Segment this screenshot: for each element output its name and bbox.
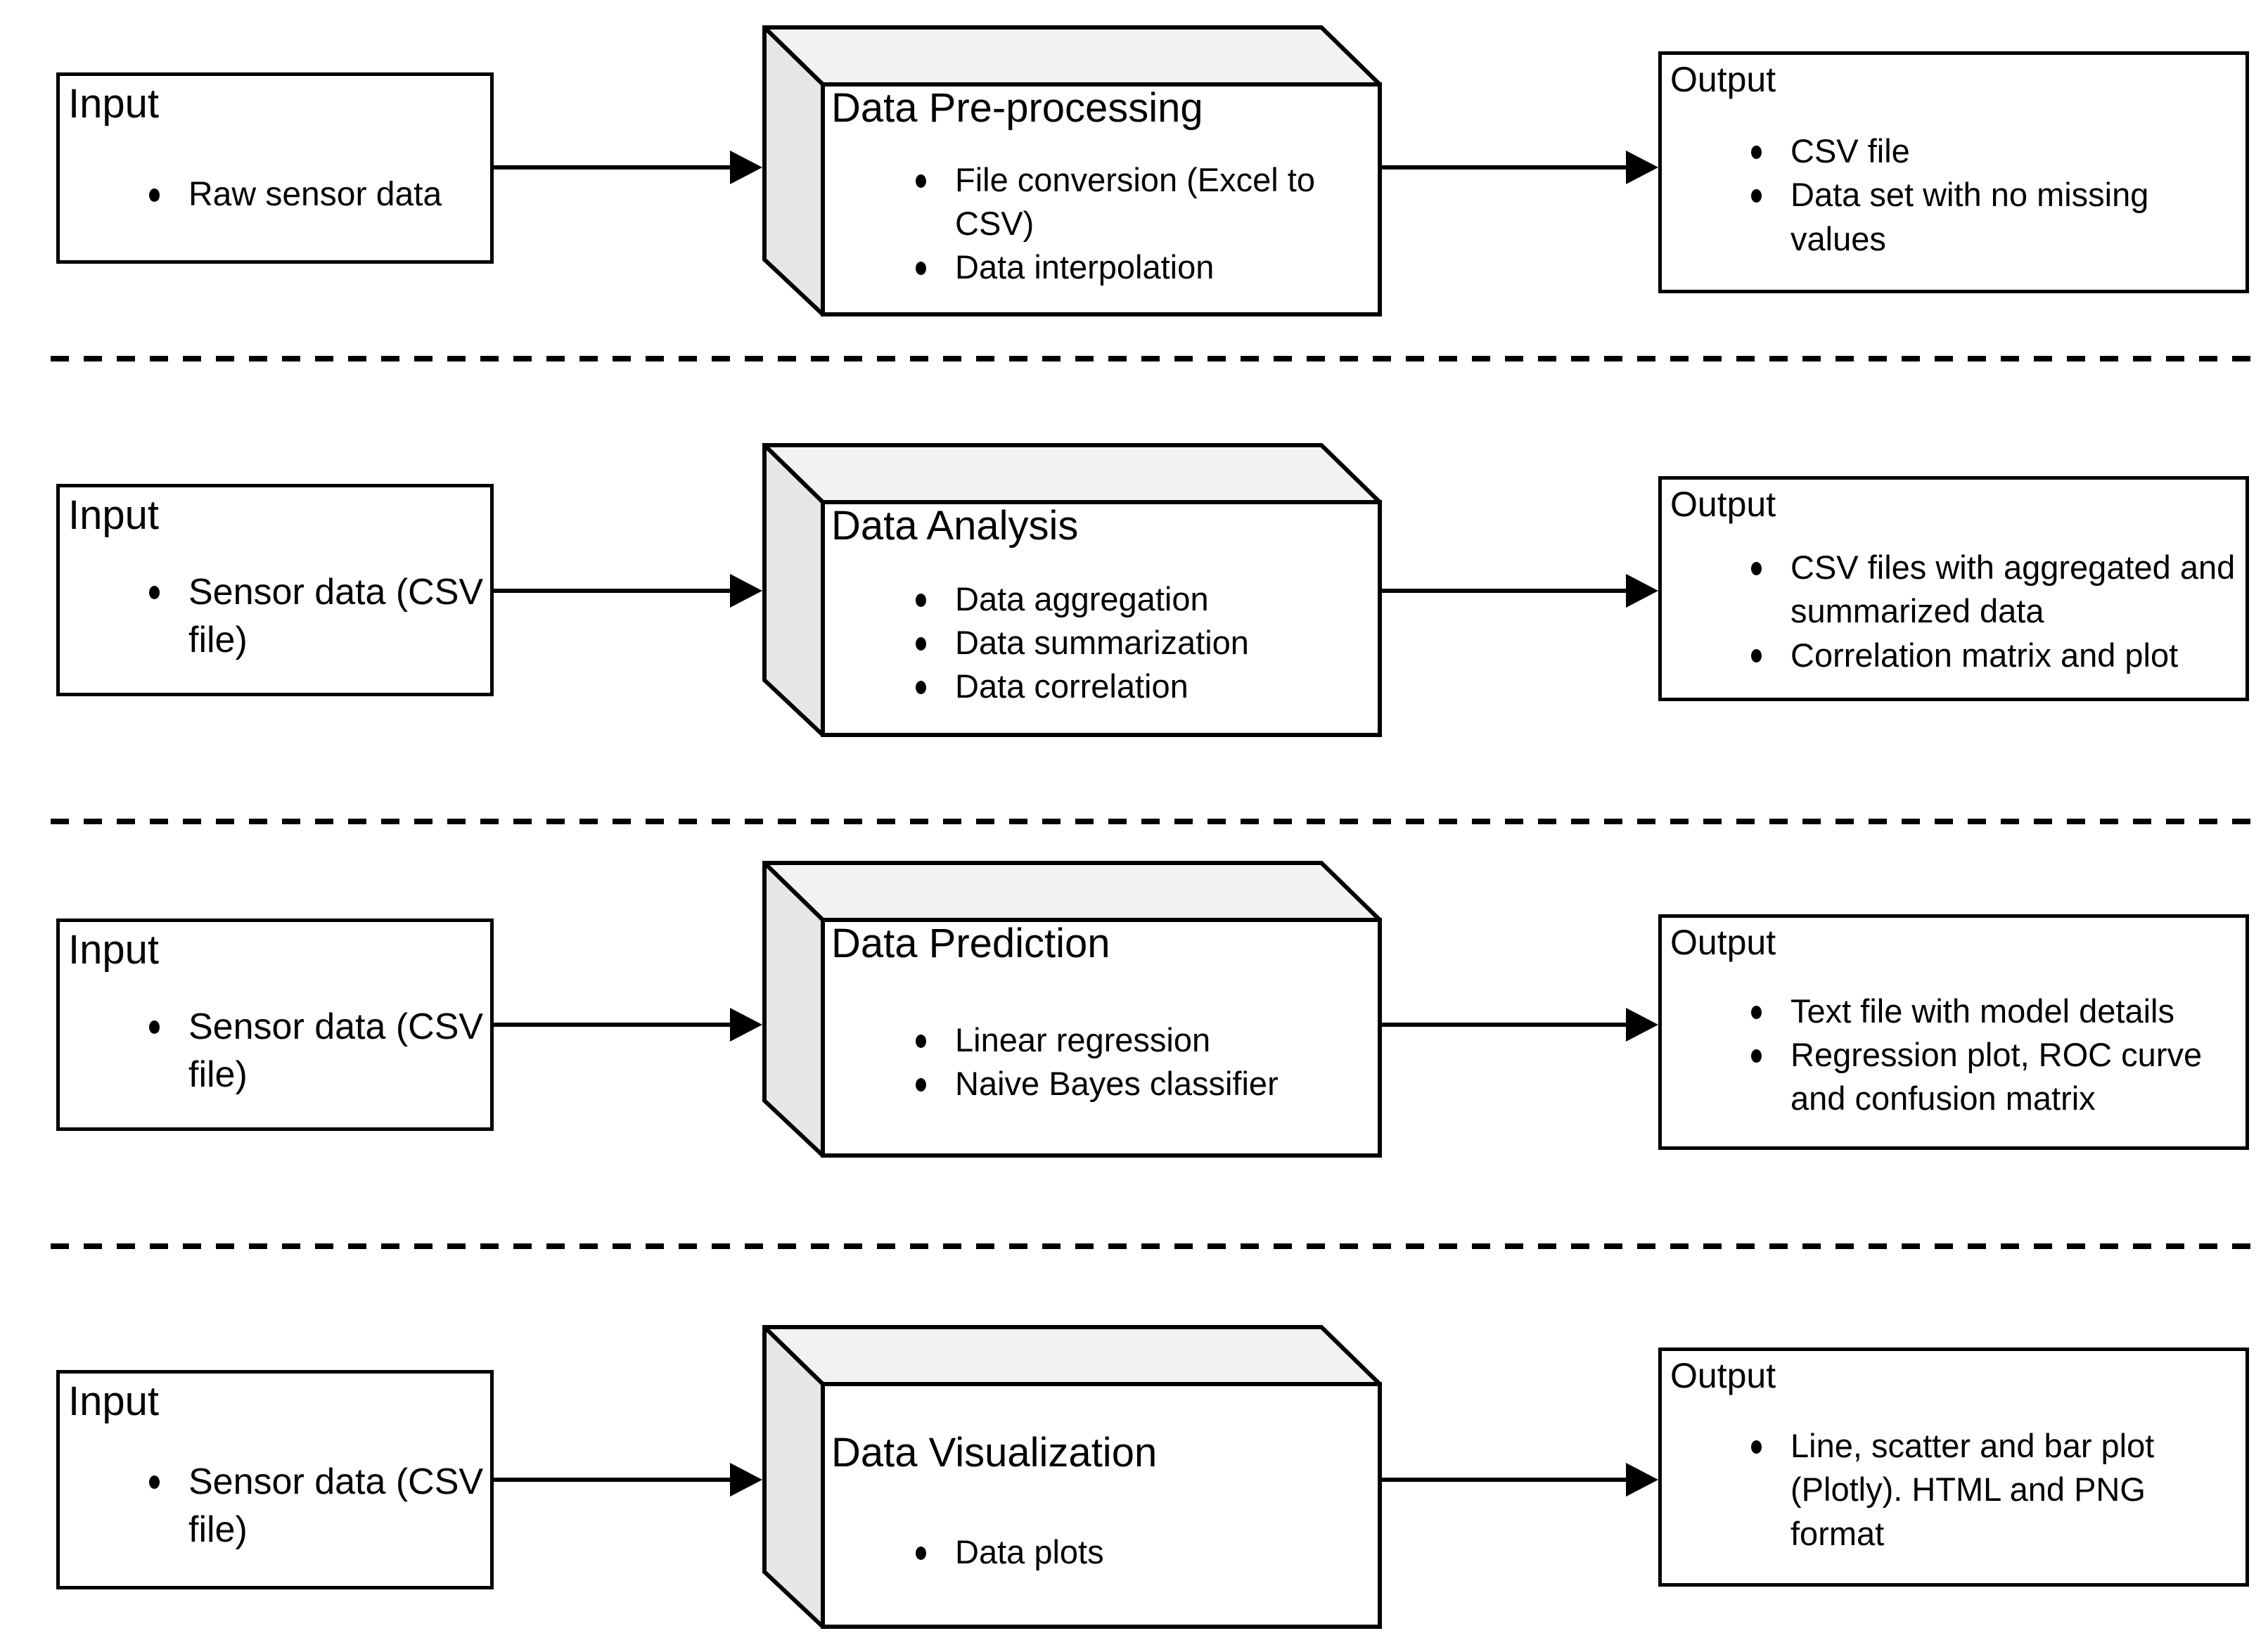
arrow-process-to-output [1382, 1463, 1658, 1497]
output-item-list: CSV files with aggregated and summarized… [1662, 525, 2245, 698]
list-item: Text file with model details [1751, 990, 2241, 1033]
output-item-list: CSV file Data set with no missing values [1662, 101, 2245, 290]
box-title: Output [1670, 60, 1776, 99]
process-box-3d-shape [762, 25, 1382, 316]
process-box: Data Analysis Data aggregation Data summ… [762, 443, 1382, 737]
list-item: Regression plot, ROC curve and confusion… [1751, 1033, 2241, 1120]
output-box: Output CSV file Data set with no missing… [1658, 51, 2249, 293]
list-item: Raw sensor data [149, 172, 486, 217]
list-item: CSV file [1751, 129, 2241, 173]
arrowhead-icon [1626, 1008, 1658, 1042]
arrowhead-icon [730, 1008, 762, 1042]
process-item-list: Data plots [823, 1476, 1382, 1629]
process-item-list: Linear regression Naive Bayes classifier [823, 967, 1382, 1158]
list-item: Data aggregation [916, 577, 1378, 621]
process-box: Data Prediction Linear regression Naive … [762, 861, 1382, 1158]
process-title: Data Analysis [831, 503, 1079, 549]
input-box: Input Sensor data (CSV file) [56, 484, 494, 696]
arrow-input-to-process [494, 574, 762, 608]
input-item-list: Sensor data (CSV file) [60, 1426, 490, 1586]
arrow-input-to-process [494, 151, 762, 184]
list-item: Linear regression [916, 1018, 1378, 1062]
arrowhead-icon [730, 1463, 762, 1497]
process-box-3d-shape [762, 443, 1382, 737]
process-title: Data Pre-processing [831, 85, 1203, 131]
process-title: Data Visualization [831, 1430, 1158, 1476]
row-separator [51, 356, 2260, 361]
list-item: Sensor data (CSV file) [149, 1003, 486, 1099]
process-front-face: Data Visualization Data plots [823, 1384, 1382, 1629]
arrowhead-icon [1626, 574, 1658, 608]
list-item: Data set with no missing values [1751, 173, 2241, 260]
box-title: Output [1670, 485, 1776, 524]
list-item: Sensor data (CSV file) [149, 1458, 486, 1554]
process-front-face: Data Analysis Data aggregation Data summ… [823, 502, 1382, 737]
list-item: CSV files with aggregated and summarized… [1751, 546, 2241, 633]
box-title: Input [68, 492, 159, 538]
list-item: File conversion (Excel to CSV) [916, 158, 1378, 245]
output-box: Output Text file with model details Regr… [1658, 914, 2249, 1150]
input-box: Input Sensor data (CSV file) [56, 918, 494, 1131]
input-box: Input Raw sensor data [56, 72, 494, 264]
arrow-process-to-output [1382, 574, 1658, 608]
row-separator [51, 1243, 2260, 1249]
output-box: Output CSV files with aggregated and sum… [1658, 476, 2249, 701]
output-item-list: Text file with model details Regression … [1662, 964, 2245, 1146]
list-item: Sensor data (CSV file) [149, 568, 486, 665]
input-item-list: Raw sensor data [60, 128, 490, 260]
list-item: Naive Bayes classifier [916, 1062, 1378, 1106]
arrowhead-icon [1626, 1463, 1658, 1497]
box-title: Input [68, 927, 159, 973]
input-item-list: Sensor data (CSV file) [60, 974, 490, 1127]
box-title: Output [1670, 923, 1776, 962]
process-front-face: Data Prediction Linear regression Naive … [823, 920, 1382, 1158]
process-front-face: Data Pre-processing File conversion (Exc… [823, 84, 1382, 316]
input-item-list: Sensor data (CSV file) [60, 539, 490, 693]
list-item: Data plots [916, 1530, 1378, 1574]
process-item-list: Data aggregation Data summarization Data… [823, 549, 1382, 737]
box-title: Input [68, 81, 159, 127]
process-box-3d-shape [762, 861, 1382, 1158]
arrow-input-to-process [494, 1463, 762, 1497]
list-item: Data correlation [916, 665, 1378, 708]
list-item: Data summarization [916, 621, 1378, 665]
arrow-process-to-output [1382, 151, 1658, 184]
arrowhead-icon [730, 151, 762, 184]
arrow-input-to-process [494, 1008, 762, 1042]
process-title: Data Prediction [831, 921, 1110, 966]
box-title: Output [1670, 1356, 1776, 1395]
output-box: Output Line, scatter and bar plot (Plotl… [1658, 1348, 2249, 1587]
output-item-list: Line, scatter and bar plot (Plotly). HTM… [1662, 1397, 2245, 1583]
arrowhead-icon [1626, 151, 1658, 184]
input-box: Input Sensor data (CSV file) [56, 1370, 494, 1589]
process-box-3d-shape [762, 1325, 1382, 1629]
row-separator [51, 819, 2260, 824]
arrow-process-to-output [1382, 1008, 1658, 1042]
arrowhead-icon [730, 574, 762, 608]
process-box: Data Pre-processing File conversion (Exc… [762, 25, 1382, 316]
process-item-list: File conversion (Excel to CSV) Data inte… [823, 132, 1382, 316]
process-box: Data Visualization Data plots [762, 1325, 1382, 1629]
list-item: Data interpolation [916, 245, 1378, 289]
list-item: Line, scatter and bar plot (Plotly). HTM… [1751, 1424, 2241, 1555]
box-title: Input [68, 1378, 159, 1424]
list-item: Correlation matrix and plot [1751, 634, 2241, 677]
